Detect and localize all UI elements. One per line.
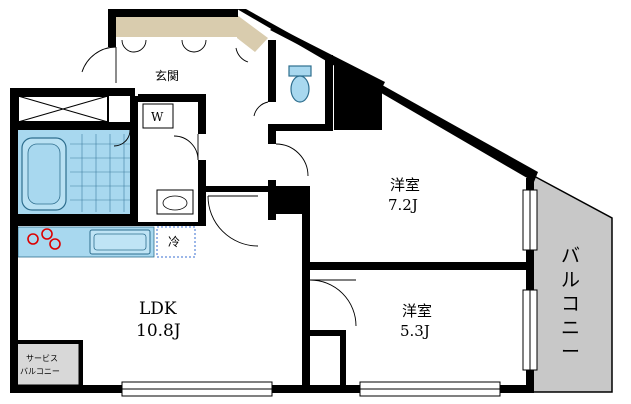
balcony-char-2: ル bbox=[561, 269, 580, 291]
washer-label: W bbox=[151, 110, 164, 124]
balcony-char-4: ニ bbox=[561, 317, 580, 339]
bathtub-inner bbox=[27, 143, 61, 205]
western-room-1-size: 7.2J bbox=[388, 196, 418, 214]
balcony-char-1: バ bbox=[561, 245, 580, 267]
service-balcony-area bbox=[16, 342, 80, 386]
ldk-size: 10.8J bbox=[136, 321, 181, 341]
fridge-label: 冷 bbox=[168, 235, 180, 249]
stove-icon bbox=[27, 228, 61, 250]
storage-cross bbox=[17, 95, 109, 123]
balcony-char-5: ー bbox=[561, 341, 580, 363]
washbasin-bowl bbox=[162, 195, 188, 211]
kitchen-sink-basin bbox=[93, 233, 147, 251]
ldk-name: LDK bbox=[139, 299, 177, 319]
toilet-icon bbox=[288, 65, 312, 103]
windows bbox=[121, 189, 538, 397]
kitchen-sink bbox=[89, 229, 151, 255]
service-balcony-line2: バルコニー bbox=[20, 367, 60, 376]
western-room-1-name: 洋室 bbox=[390, 176, 420, 194]
doors bbox=[81, 39, 357, 327]
service-balcony-line1: サービス bbox=[26, 354, 58, 363]
western-room-2-size: 5.3J bbox=[400, 322, 430, 340]
entrance-storage bbox=[115, 15, 237, 37]
bath-tiles bbox=[70, 134, 130, 212]
washer-space bbox=[142, 103, 174, 129]
balcony-char-3: コ bbox=[561, 293, 580, 315]
western-room-2-name: 洋室 bbox=[402, 302, 432, 320]
entrance-storage-corner bbox=[237, 15, 268, 52]
fridge-space bbox=[156, 226, 196, 258]
entrance-label: 玄関 bbox=[155, 68, 179, 83]
